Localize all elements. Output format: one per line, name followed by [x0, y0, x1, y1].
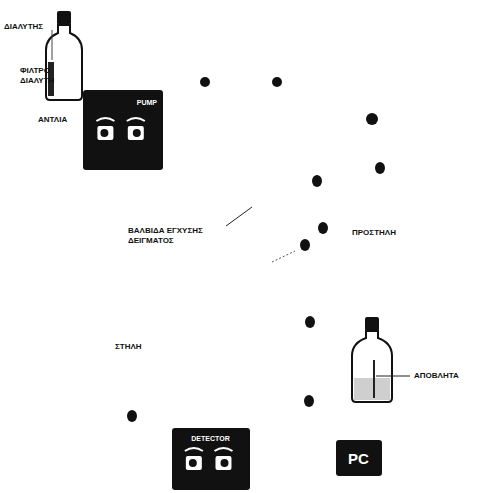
- leader-line: [272, 251, 295, 262]
- unit-label: PC: [336, 450, 382, 467]
- solvent-bottle: [46, 11, 82, 100]
- unit-label: PUMP: [83, 90, 163, 107]
- precolumn-label: ΠΡΟΣΤΗΛΗ: [352, 228, 396, 238]
- leader-line: [226, 207, 252, 226]
- waste-label: ΑΠΟΒΛΗΤΑ: [414, 371, 459, 381]
- filter-label: ΦΙΛΤΡΟ ΔΙΑΛΥΤΗ: [20, 66, 64, 86]
- valve-label: ΒΑΛΒΙΔΑ ΕΓΧΥΣΗΣ ΔΕΙΓΜΑΤΟΣ: [128, 226, 212, 246]
- leader-line: [376, 376, 410, 377]
- waste-bottle: [352, 317, 392, 402]
- pump-unit: PUMP: [83, 90, 163, 170]
- pump-label: ΑΝΤΛΙΑ: [38, 115, 67, 125]
- column-label: ΣΤΗΛΗ: [115, 342, 142, 352]
- pc-unit: PC: [336, 440, 382, 476]
- solvent-label: ΔΙΑΛΥΤΗΣ: [4, 22, 43, 32]
- unit-label: DETECTOR: [172, 428, 250, 443]
- detector-unit: DETECTOR: [172, 428, 250, 490]
- tubing-dots: [127, 77, 385, 422]
